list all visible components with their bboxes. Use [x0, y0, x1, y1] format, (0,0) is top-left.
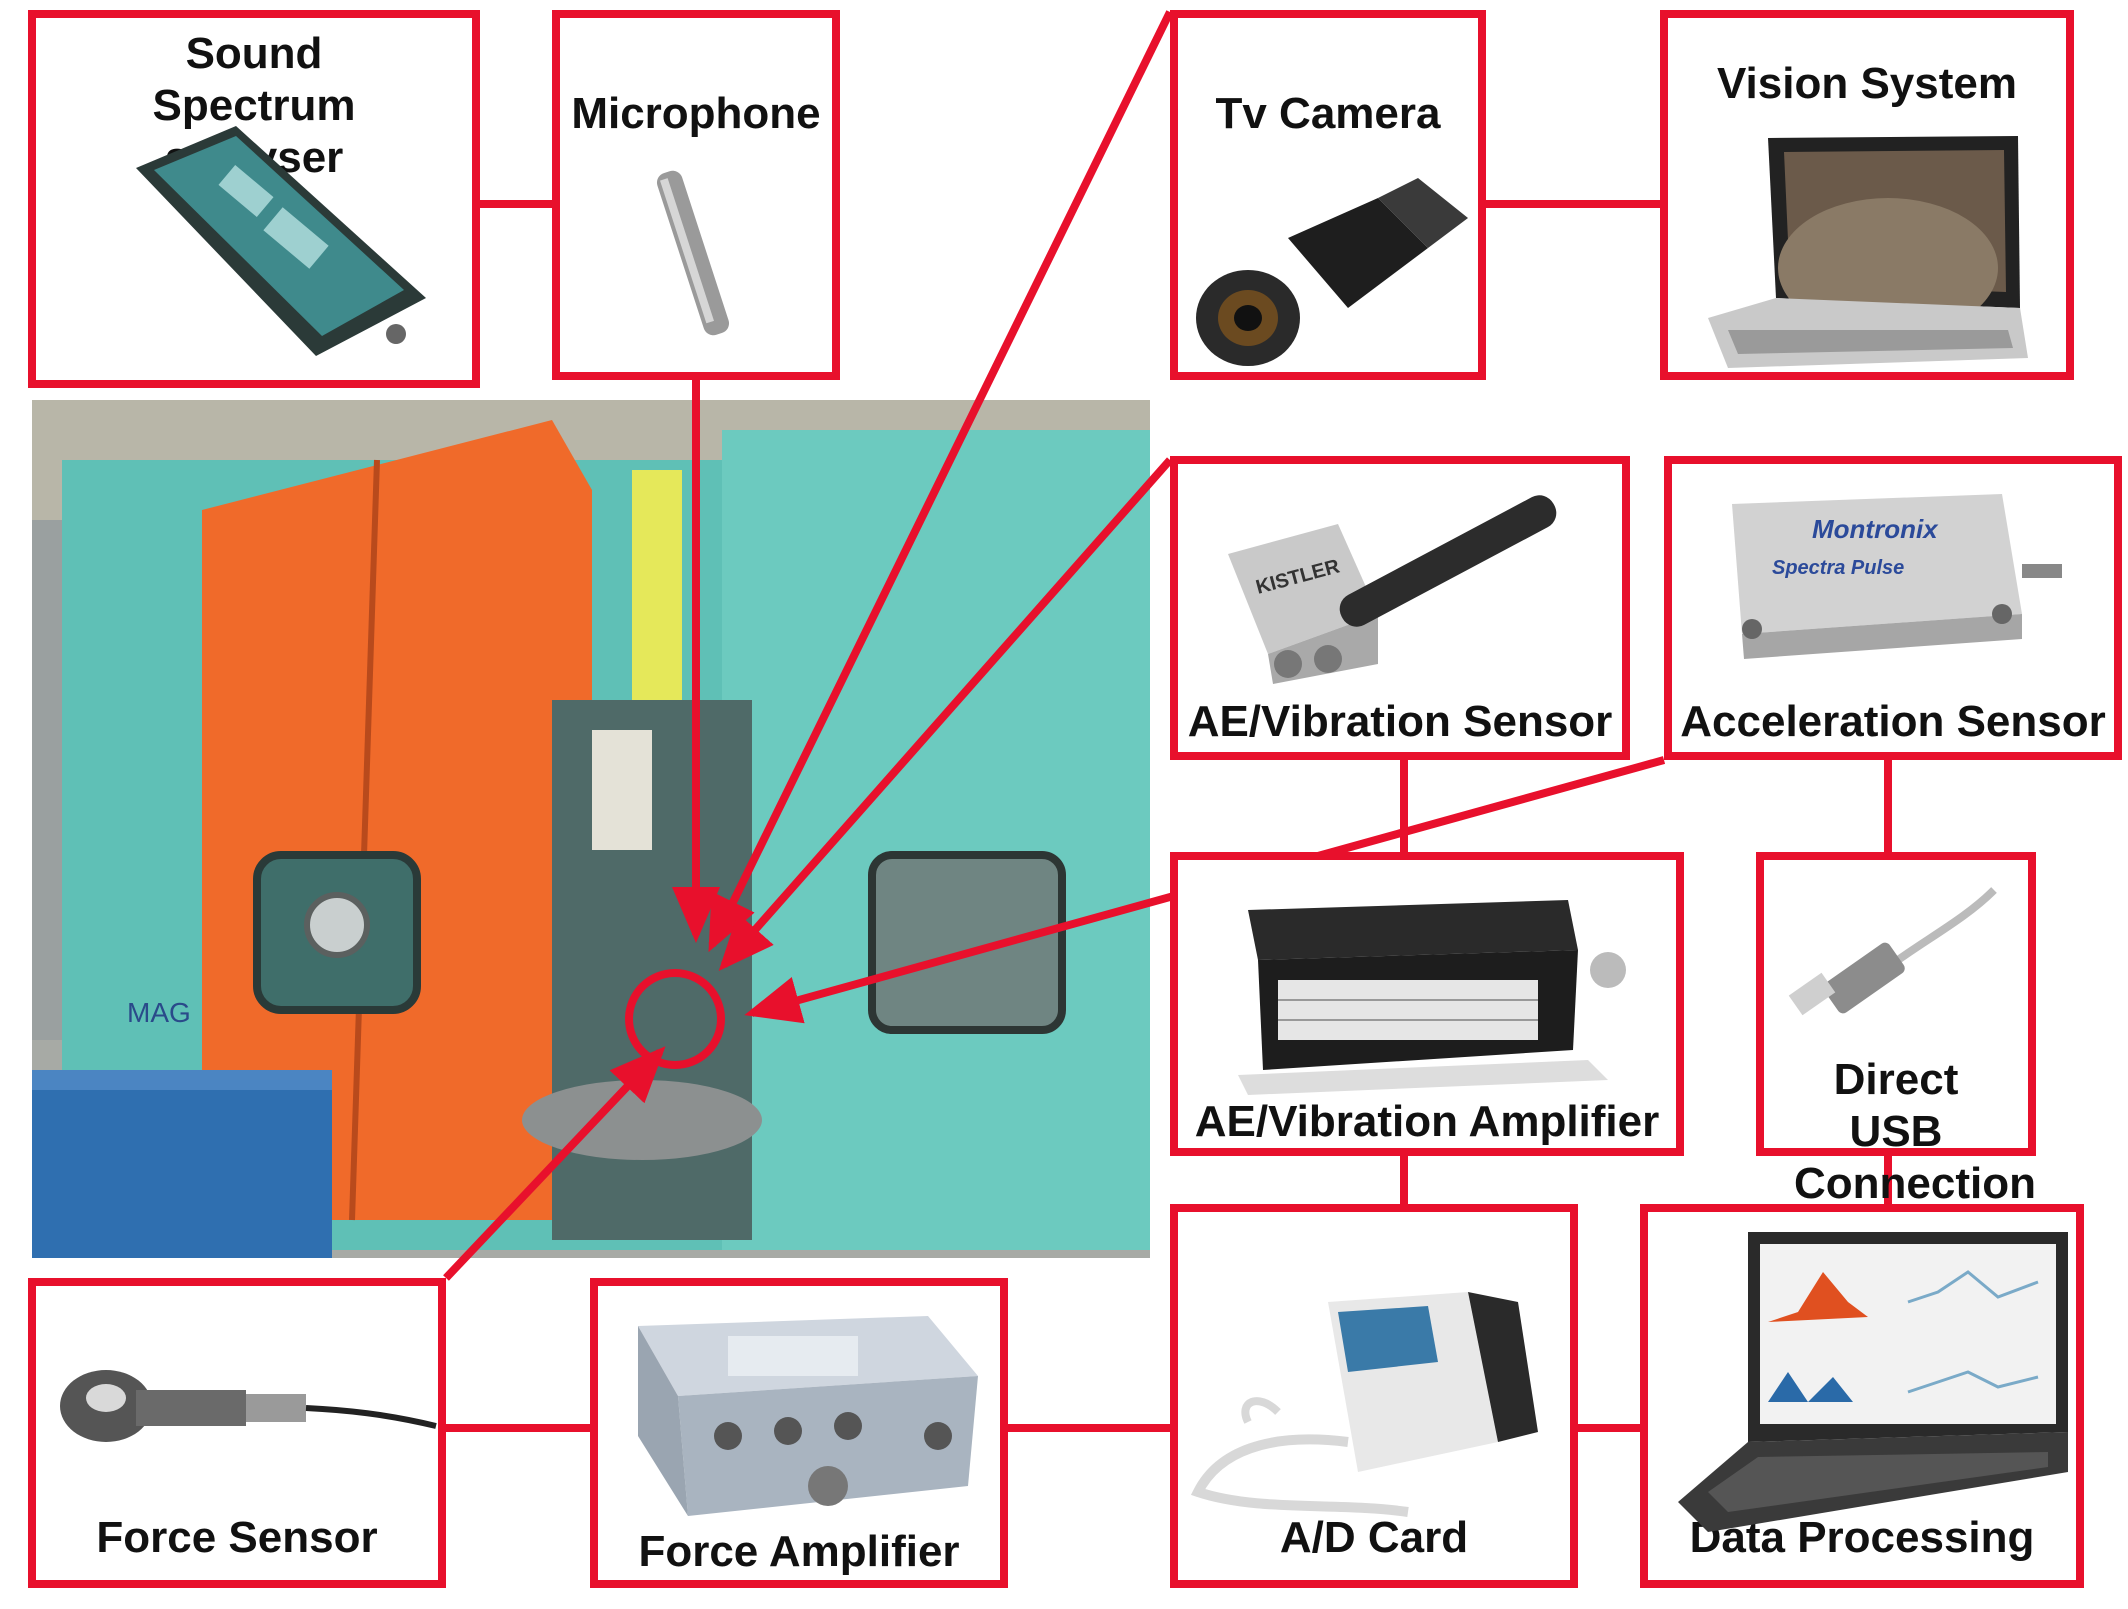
ad-card-device-image	[1190, 1292, 1538, 1517]
data-laptop-image	[1678, 1232, 2068, 1532]
laptop-device-image	[1708, 136, 2028, 368]
force-sensor-device-image	[60, 1370, 437, 1442]
tv-camera-device-image	[1196, 178, 1468, 366]
node-label: Direct USB Connection	[1794, 1055, 2036, 1208]
microphone-device-image	[656, 170, 730, 336]
spectra-pulse-label: Spectra Pulse	[1772, 557, 1904, 579]
usb-cable-image	[1788, 887, 1997, 1016]
node-ae-vibration-sensor: AE/Vibration Sensor KISTLER	[1170, 456, 1630, 760]
node-label: Force Amplifier	[638, 1527, 960, 1576]
node-label: AE/Vibration Amplifier	[1194, 1097, 1660, 1146]
ae-amplifier-device-image	[1238, 900, 1626, 1095]
machine-tool-photo: MAG	[32, 400, 1150, 1258]
machine-brand-label: MAG	[127, 997, 191, 1028]
node-sound-spectrum-analyser: Sound Spectrum analyser	[28, 10, 480, 388]
ae-sensor-device-image: KISTLER	[1228, 495, 1557, 684]
arrow-ae-sensor	[718, 457, 1173, 971]
node-data-processing: Data Processing	[1640, 1204, 2084, 1588]
node-vision-system: Vision System	[1660, 10, 2074, 380]
node-microphone: Microphone	[552, 10, 840, 380]
acceleration-sensor-device-image: Montronix Spectra Pulse	[1732, 494, 2062, 659]
arrow-force-sensor	[443, 1046, 666, 1281]
force-amplifier-device-image	[638, 1316, 978, 1516]
node-acceleration-sensor: Acceleration Sensor Montronix Spectra Pu…	[1664, 456, 2122, 760]
spectrum-analyser-device-image	[136, 126, 426, 356]
node-direct-usb-connection: Direct USB Connection	[1756, 852, 2036, 1208]
node-force-sensor: Force Sensor	[28, 1278, 446, 1588]
node-label: Microphone	[571, 89, 821, 138]
node-force-amplifier: Force Amplifier	[590, 1278, 1008, 1588]
node-label: AE/Vibration Sensor	[1187, 697, 1613, 746]
node-label: Tv Camera	[1215, 89, 1441, 138]
node-label: Acceleration Sensor	[1680, 697, 2106, 746]
montronix-brand-label: Montronix	[1812, 514, 1939, 544]
node-ae-vibration-amplifier: AE/Vibration Amplifier	[1170, 852, 1684, 1156]
arrow-tv-camera	[708, 10, 1174, 953]
node-label: A/D Card	[1279, 1513, 1469, 1562]
node-label: Vision System	[1717, 59, 2017, 108]
node-label: Force Sensor	[96, 1513, 378, 1562]
node-ad-card: A/D Card	[1170, 1204, 1578, 1588]
node-tv-camera: Tv Camera	[1170, 10, 1486, 380]
